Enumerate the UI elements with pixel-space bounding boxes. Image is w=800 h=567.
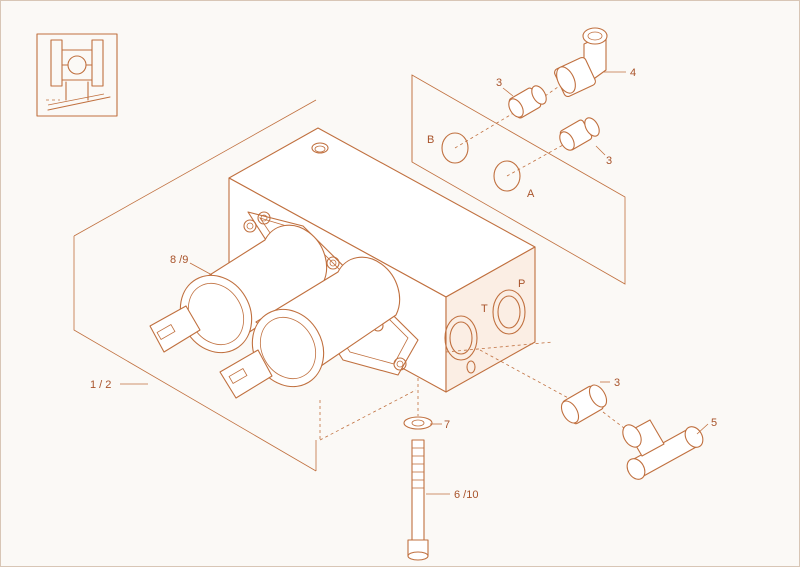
callout-solenoid: 8 /9 bbox=[170, 254, 188, 266]
hydraulic-symbol-icon bbox=[36, 33, 118, 117]
fitting-upper-left bbox=[508, 85, 547, 119]
assembly-lines bbox=[319, 79, 625, 441]
callout-fitting-top-right: 3 bbox=[606, 155, 612, 167]
fitting-upper-right bbox=[559, 117, 600, 151]
callout-fitting-top-left: 3 bbox=[496, 77, 502, 89]
callout-washer: 7 bbox=[444, 419, 450, 431]
port-label-t: T bbox=[481, 303, 488, 315]
port-label-a: A bbox=[527, 188, 535, 200]
washer bbox=[403, 416, 433, 430]
port-label-b: B bbox=[427, 134, 434, 146]
port-a-hole bbox=[493, 160, 521, 192]
fitting-lower bbox=[560, 384, 608, 425]
callout-fitting-bottom: 3 bbox=[614, 377, 620, 389]
valve-outline-plane bbox=[73, 99, 317, 472]
solenoid-coil-lower bbox=[219, 256, 401, 399]
callout-elbow-fitting: 4 bbox=[630, 67, 636, 79]
port-face-plane bbox=[411, 74, 626, 285]
tee-fitting bbox=[622, 419, 704, 480]
callout-bolt: 6 /10 bbox=[454, 489, 478, 501]
leader-lines bbox=[120, 71, 709, 495]
elbow-fitting bbox=[554, 27, 608, 98]
bolt bbox=[407, 439, 429, 561]
solenoid-coil-upper bbox=[149, 224, 328, 354]
callout-tee-fitting: 5 bbox=[711, 417, 717, 429]
callout-valve-block: 1 / 2 bbox=[90, 379, 111, 391]
port-label-p: P bbox=[518, 278, 525, 290]
port-b-hole bbox=[441, 132, 469, 164]
